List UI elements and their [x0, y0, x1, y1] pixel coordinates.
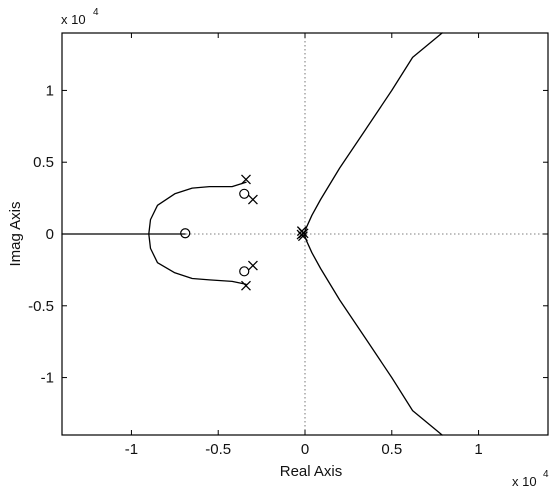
locus-branch-4 — [303, 233, 443, 436]
y-tick-label: 1 — [46, 82, 54, 99]
pole-marker — [296, 229, 307, 240]
x-tick-label: -1 — [125, 441, 138, 458]
zero-marker — [239, 266, 250, 277]
zero-marker — [180, 228, 191, 239]
pole-marker — [241, 280, 251, 291]
pole-marker — [241, 174, 251, 185]
locus-branch-3 — [303, 32, 443, 235]
x-tick-label: 1 — [474, 441, 482, 458]
x-multiplier-base: x 10 — [512, 474, 537, 489]
x-tick-label: 0.5 — [381, 441, 402, 458]
x-tick-label: -0.5 — [205, 441, 231, 458]
pole-zero-markers — [180, 174, 309, 291]
x-tick-label: 0 — [301, 441, 309, 458]
y-axis-label: Imag Axis — [7, 201, 24, 266]
y-tick-label: 0.5 — [33, 154, 54, 171]
x-multiplier: x 10 4 — [512, 469, 549, 489]
x-multiplier-exponent: 4 — [543, 469, 549, 480]
y-tick-label: 0 — [46, 226, 54, 243]
pole-marker — [247, 260, 258, 271]
y-multiplier-base: x 10 — [61, 12, 86, 27]
y-tick-label: -0.5 — [28, 298, 54, 315]
locus-branch-2 — [148, 181, 247, 285]
pole-marker — [247, 194, 258, 205]
y-multiplier: x 10 4 — [61, 7, 99, 27]
y-multiplier-exponent: 4 — [93, 7, 99, 18]
axis-ticks: -1 -0.5 0 0.5 1 1 0.5 0 -0.5 -1 — [28, 33, 548, 458]
x-axis-label: Real Axis — [280, 463, 343, 480]
zero-marker — [239, 188, 250, 199]
locus-branches — [61, 32, 443, 436]
y-tick-label: -1 — [41, 370, 54, 387]
